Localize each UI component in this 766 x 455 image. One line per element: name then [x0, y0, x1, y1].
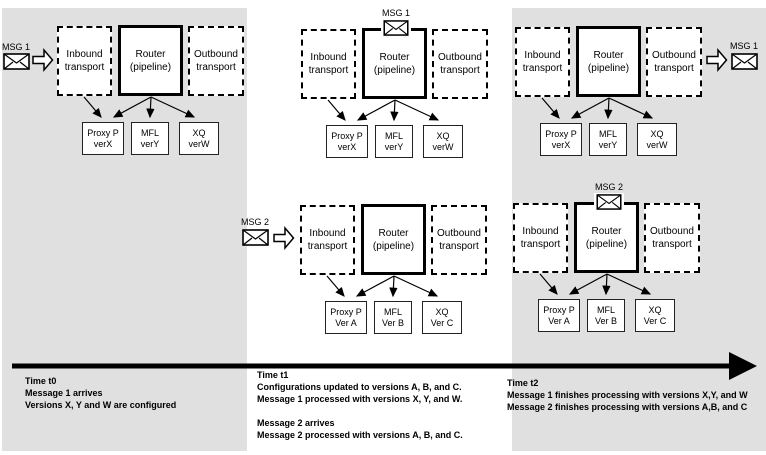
service-label-xq: XQ Ver C	[430, 306, 454, 328]
inbound-transport-label: Inbound transport	[308, 52, 349, 76]
msg2-in-router: MSG 2	[593, 182, 625, 215]
msg2-label: MSG 2	[594, 182, 623, 192]
outbound-transport-label: Outbound transport	[652, 50, 696, 74]
outbound-transport-label: Outbound transport	[194, 49, 238, 73]
service-label-proxy: Proxy P verX	[545, 128, 577, 150]
msg1-delivered: MSG 1	[728, 41, 760, 75]
msg1-in-router: MSG 1	[380, 8, 412, 41]
block-arrow-right-icon	[706, 47, 728, 73]
cluster-t1-msg2: Inbound transport Router (pipeline) Outb…	[300, 204, 487, 334]
outbound-transport-box: Outbound transport	[188, 26, 244, 96]
outbound-transport-box: Outbound transport	[646, 27, 702, 97]
service-label-xq: XQ verW	[432, 130, 454, 152]
timeline-note-t2: Time t2 Message 1 finishes processing wi…	[507, 378, 748, 412]
service-box-xq: XQ verW	[179, 122, 219, 155]
inbound-transport-box: Inbound transport	[300, 205, 355, 275]
router-pipeline-label: Router (pipeline)	[372, 227, 415, 252]
inbound-transport-box: Inbound transport	[57, 26, 112, 96]
service-box-proxy: Proxy P verX	[540, 123, 582, 156]
service-box-mfl: MFL verY	[375, 125, 413, 158]
service-box-xq: XQ Ver C	[422, 301, 462, 334]
router-pipeline-box: Router (pipeline)	[362, 28, 427, 99]
service-box-mfl: MFL verY	[589, 123, 627, 156]
msg2-arriving: MSG 2	[239, 217, 271, 246]
service-box-proxy: Proxy P verX	[82, 122, 124, 155]
envelope-icon	[242, 229, 269, 246]
service-box-proxy: Proxy P Ver A	[538, 299, 580, 332]
router-pipeline-label: Router (pipeline)	[129, 48, 172, 73]
cluster-t2-msg2: Inbound transport Router (pipeline) Outb…	[513, 202, 700, 332]
config-flow-arrows	[326, 275, 439, 298]
router-pipeline-box: Router (pipeline)	[574, 202, 639, 273]
inbound-transport-label: Inbound transport	[520, 226, 561, 250]
router-pipeline-label: Router (pipeline)	[585, 225, 628, 250]
service-label-proxy: Proxy P Ver A	[330, 306, 362, 328]
service-box-mfl: MFL Ver B	[587, 299, 625, 332]
inbound-transport-label: Inbound transport	[307, 228, 348, 252]
outbound-transport-box: Outbound transport	[432, 29, 488, 99]
msg1-label: MSG 1	[1, 42, 30, 52]
outbound-transport-box: Outbound transport	[431, 205, 487, 275]
msg1-arriving: MSG 1	[0, 42, 32, 70]
inbound-transport-label: Inbound transport	[522, 50, 563, 74]
outbound-transport-label: Outbound transport	[437, 228, 481, 252]
outbound-transport-label: Outbound transport	[438, 52, 482, 76]
timeline-note-t1: Time t1 Configurations updated to versio…	[257, 370, 463, 440]
inbound-transport-box: Inbound transport	[513, 203, 568, 273]
outbound-transport-box: Outbound transport	[644, 203, 700, 273]
config-flow-arrows	[541, 97, 654, 120]
service-label-mfl: MFL Ver B	[381, 306, 404, 328]
service-label-mfl: MFL verY	[384, 130, 404, 152]
service-box-mfl: MFL verY	[131, 122, 169, 155]
timeline-arrow	[12, 352, 757, 380]
envelope-icon	[596, 194, 622, 210]
envelope-icon	[730, 53, 758, 70]
inbound-transport-box: Inbound transport	[515, 27, 570, 97]
service-label-proxy: Proxy P verX	[331, 130, 363, 152]
cluster-t2-msg1: Inbound transport Router (pipeline) Outb…	[515, 26, 702, 156]
service-label-mfl: MFL verY	[598, 128, 618, 150]
service-label-xq: XQ verW	[188, 127, 210, 149]
msg1-label: MSG 1	[381, 8, 410, 18]
service-label-proxy: Proxy P verX	[87, 127, 119, 149]
service-label-proxy: Proxy P Ver A	[543, 304, 575, 326]
router-pipeline-label: Router (pipeline)	[587, 49, 630, 74]
inbound-transport-box: Inbound transport	[301, 29, 356, 99]
envelope-icon	[383, 20, 409, 36]
service-box-proxy: Proxy P verX	[326, 125, 368, 158]
router-pipeline-box: Router (pipeline)	[361, 204, 426, 275]
block-arrow-right-icon	[32, 47, 54, 73]
service-label-mfl: MFL Ver B	[594, 304, 617, 326]
cluster-t0-msg1: Inbound transport Router (pipeline) Outb…	[57, 25, 244, 155]
outbound-transport-label: Outbound transport	[650, 226, 694, 250]
service-box-xq: XQ verW	[423, 125, 463, 158]
msg1-label: MSG 1	[729, 41, 758, 51]
envelope-backdrop	[381, 19, 411, 37]
msg2-label: MSG 2	[240, 217, 269, 227]
service-box-mfl: MFL Ver B	[374, 301, 412, 334]
config-flow-arrows	[83, 96, 196, 119]
timeline-note-t0: Time t0 Message 1 arrives Versions X, Y …	[25, 376, 177, 410]
config-flow-arrows	[539, 273, 652, 296]
service-box-xq: XQ Ver C	[635, 299, 675, 332]
service-label-xq: XQ Ver C	[643, 304, 667, 326]
inbound-transport-label: Inbound transport	[64, 49, 105, 73]
envelope-icon	[3, 53, 30, 70]
cluster-t1-msg1: Inbound transport Router (pipeline) Outb…	[301, 28, 488, 158]
router-pipeline-box: Router (pipeline)	[118, 25, 183, 96]
service-box-proxy: Proxy P Ver A	[325, 301, 367, 334]
router-pipeline-box: Router (pipeline)	[576, 26, 641, 97]
block-arrow-right-icon	[273, 225, 295, 251]
router-pipeline-label: Router (pipeline)	[373, 51, 416, 76]
envelope-backdrop	[594, 193, 624, 211]
service-label-mfl: MFL verY	[140, 127, 160, 149]
service-box-xq: XQ verW	[637, 123, 677, 156]
service-label-xq: XQ verW	[646, 128, 668, 150]
config-flow-arrows	[327, 99, 440, 122]
